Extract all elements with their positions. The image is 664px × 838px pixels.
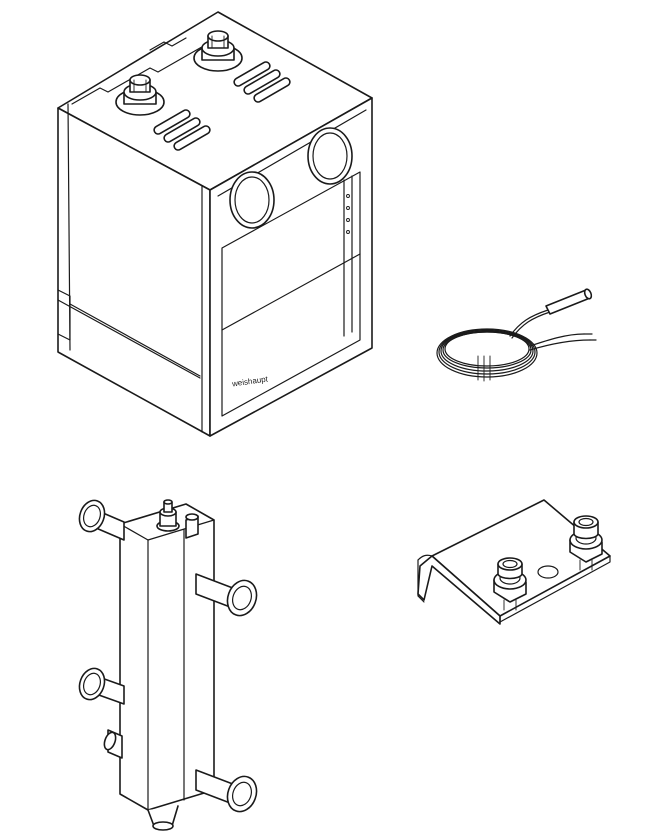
air-vent-icon — [156, 499, 180, 532]
hydraulic-separator — [78, 499, 258, 831]
heat-pump-unit: weishaupt — [57, 11, 373, 437]
pipe-connector-icon — [193, 30, 243, 72]
front-port-right — [307, 127, 353, 185]
status-led-icon — [346, 218, 350, 222]
sensor-probe-icon — [545, 288, 593, 315]
mounting-bracket — [417, 499, 611, 625]
front-port-left — [229, 171, 275, 229]
nut-fitting-icon — [493, 557, 527, 611]
pipe-thread-icon — [195, 573, 258, 617]
status-led-icon — [346, 206, 350, 210]
nut-fitting-icon — [569, 515, 603, 571]
status-led-icon — [346, 230, 350, 234]
display-panel: weishaupt — [221, 171, 361, 417]
mounting-hole-icon — [537, 565, 559, 579]
sensor-well-icon — [185, 513, 199, 539]
vent-slots-left — [153, 109, 211, 151]
bottom-drain-icon — [147, 805, 179, 831]
sensor-cable — [436, 288, 597, 382]
drain-stub-icon — [103, 729, 123, 759]
pipe-thread-icon — [78, 667, 125, 705]
vent-slots-right — [233, 61, 291, 103]
pipe-connector-icon — [115, 74, 165, 116]
status-led-icon — [346, 194, 350, 198]
pipe-thread-icon — [78, 499, 125, 541]
pipe-thread-icon — [195, 769, 258, 813]
